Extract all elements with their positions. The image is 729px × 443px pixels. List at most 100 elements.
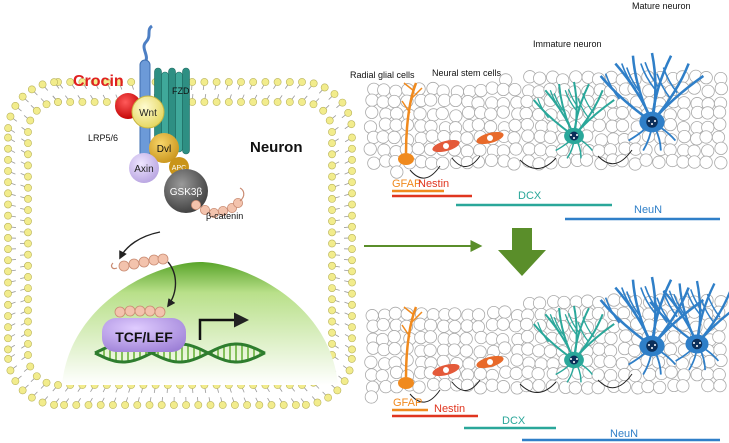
wnt-ligand xyxy=(131,95,165,129)
chromatin xyxy=(696,345,698,347)
lipid-head xyxy=(4,323,12,332)
lipid-head xyxy=(182,401,190,409)
tissue-cell xyxy=(652,155,666,169)
mature-label: Mature neuron xyxy=(632,1,691,11)
dendrite-branch xyxy=(690,289,704,313)
lipid-head xyxy=(218,401,227,409)
tissue-cell xyxy=(556,366,570,380)
beta-catenin-bead xyxy=(154,306,166,318)
lrp-label: LRP5/6 xyxy=(88,133,118,143)
lipid-head xyxy=(50,400,58,409)
lipid-head xyxy=(348,155,356,164)
dendrite-branch xyxy=(656,73,672,100)
tissue-cell xyxy=(364,355,378,369)
lipid-head xyxy=(4,189,12,198)
lipid-head xyxy=(212,78,221,86)
axin-label: Axin xyxy=(134,164,153,175)
tissue-cell xyxy=(462,106,476,120)
tissue-cell xyxy=(520,94,534,109)
tissue-cell xyxy=(664,365,678,379)
lipid-head xyxy=(348,144,356,153)
lipid-head xyxy=(330,90,339,98)
tissue-cell xyxy=(449,109,463,123)
progression-arrow xyxy=(519,157,557,169)
tissue-cell xyxy=(676,379,690,393)
beta-catenin-bead xyxy=(134,305,146,317)
lipid-head xyxy=(328,317,336,326)
dendrite-branch xyxy=(604,297,621,324)
tissue-cell xyxy=(508,82,522,97)
tissue-cell xyxy=(687,155,701,169)
gsk3b-label: GSK3β xyxy=(170,187,203,198)
immature-label: Immature neuron xyxy=(533,39,602,49)
lipid-head xyxy=(90,98,99,106)
lipid-head xyxy=(328,228,336,237)
lipid-head xyxy=(344,108,353,117)
tissue-cell xyxy=(591,368,605,382)
lipid-head xyxy=(32,106,41,115)
chromatin xyxy=(693,342,695,344)
tissue-cell xyxy=(667,330,681,344)
lipid-head xyxy=(54,98,62,106)
lipid-head xyxy=(237,78,245,86)
transcription-arrow xyxy=(198,312,249,340)
lipid-head xyxy=(42,100,51,109)
lipid-head xyxy=(243,401,251,409)
lipid-head xyxy=(133,401,142,409)
dendrite-branch xyxy=(662,291,678,318)
tissue-cell xyxy=(532,85,546,99)
lipid-head xyxy=(24,172,32,181)
tissue-cell xyxy=(365,93,379,107)
lipid-head xyxy=(348,312,356,320)
tissue-cell xyxy=(700,367,715,381)
lipid-head xyxy=(4,222,12,231)
lipid-head xyxy=(4,289,12,298)
lipid-head xyxy=(340,377,349,386)
progression-arrow xyxy=(597,373,633,389)
lipid-head xyxy=(348,289,356,298)
immature-neuron xyxy=(533,81,615,159)
lipid-head xyxy=(24,261,32,270)
lipid-head xyxy=(78,78,87,86)
tissue-cell xyxy=(459,344,473,358)
tissue-cell xyxy=(437,93,452,107)
lipid-head xyxy=(24,194,32,203)
lipid-head xyxy=(96,401,105,409)
lipid-head xyxy=(255,401,264,409)
tissue-cell xyxy=(473,143,487,157)
dendrite-branch xyxy=(686,290,700,315)
tissue-cell xyxy=(377,143,391,157)
dendrite-branch xyxy=(568,89,580,110)
chromatin xyxy=(648,120,650,122)
lipid-head xyxy=(90,78,99,86)
lipid-head xyxy=(348,133,356,142)
tissue-cell xyxy=(376,130,390,144)
lipid-head xyxy=(169,401,178,409)
tissue-cell xyxy=(699,155,713,169)
lipid-head xyxy=(127,78,136,86)
lipid-head xyxy=(4,267,12,276)
tissue-cell xyxy=(460,378,475,392)
lipid-head xyxy=(4,355,13,363)
lipid-head xyxy=(285,78,294,86)
lipid-head xyxy=(26,362,35,371)
lipid-head xyxy=(345,366,354,375)
tissue-cell xyxy=(594,133,608,147)
stem-cell-nucleus xyxy=(443,367,449,373)
dendrite-branch xyxy=(668,290,683,315)
tissue-cell xyxy=(627,344,642,358)
dendrite-branch xyxy=(568,313,580,334)
tissue-cell xyxy=(387,94,401,109)
tissue-cell xyxy=(484,153,499,167)
dendrite-branch xyxy=(577,97,590,119)
lipid-head xyxy=(328,206,336,214)
stem-cell-nucleus xyxy=(487,135,493,141)
tissue-cell xyxy=(438,377,452,392)
tissue-cell xyxy=(532,344,546,358)
beta-catenin-on-gsk xyxy=(190,187,245,218)
tissue-cell xyxy=(615,357,630,371)
tissue-cell xyxy=(714,141,728,155)
tissue-cell xyxy=(376,95,390,109)
tissue-cell xyxy=(712,105,727,119)
tissue-cell xyxy=(677,368,691,382)
